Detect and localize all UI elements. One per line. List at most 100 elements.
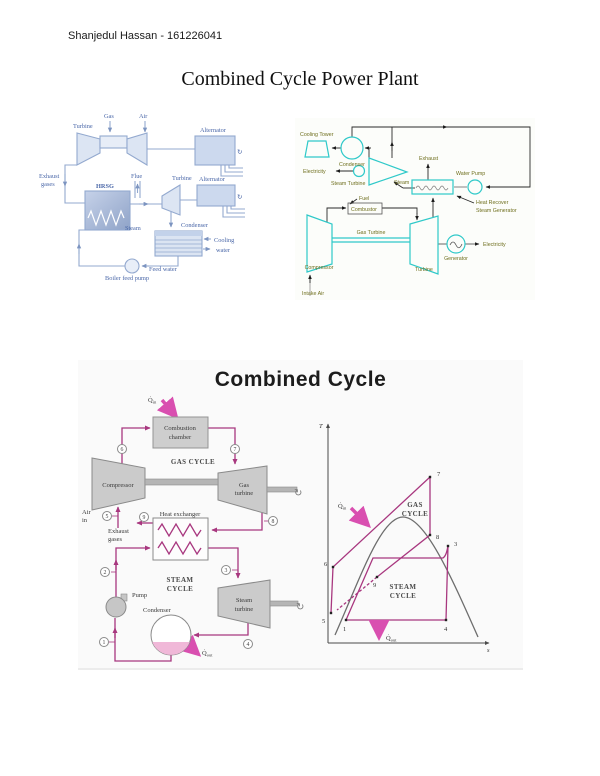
page-title: Combined Cycle Power Plant	[181, 68, 419, 90]
ts-point-1: 1	[343, 626, 346, 633]
fig3-ts-diagram: T s 7 6 5 1 4 3 8 9 GAS CYCLE STEAM CYCL…	[319, 423, 490, 654]
ts-point-5: 5	[322, 618, 325, 625]
fig3-gas-turbine-label-1: Gas	[239, 482, 250, 489]
fig1-cooling-label-1: Cooling	[214, 237, 235, 244]
fig1-gas-turbine	[76, 132, 101, 166]
author-header: Shanjedul Hassan - 161226041	[68, 30, 223, 42]
fig2-intake-air-label: Intake Air	[302, 291, 324, 297]
fig2-turbine	[409, 215, 439, 275]
node-7: 7	[234, 447, 237, 453]
ts-gas-cycle-label-2: CYCLE	[402, 510, 429, 518]
fig1-cooling-label-2: water	[216, 247, 231, 254]
fig1-steam-label: Steam	[125, 225, 141, 232]
fig3-combustion-label-2: chamber	[169, 434, 192, 441]
fig2-electricity-right-label: Electricity	[483, 242, 506, 248]
fig2-exhaust-label: Exhaust	[419, 156, 439, 162]
node-4: 4	[247, 642, 250, 648]
fig2-turbine-label: Turbine	[415, 267, 433, 273]
fig3-gas-cycle-label: GAS CYCLE	[171, 458, 215, 466]
rotation-icon: ↻	[296, 602, 304, 613]
fig1-exhaust-label-2: gases	[41, 181, 55, 188]
figure-combined-cycle: Combined Cycle	[78, 360, 523, 670]
fig3-compressor-label: Compressor	[102, 482, 134, 489]
fig3-steam-turbine	[217, 579, 271, 629]
fig3-condenser-label: Condenser	[143, 607, 172, 614]
ts-qout-label: Q̇out	[386, 635, 397, 643]
rotation-icon: ↻	[294, 488, 302, 499]
fig2-combustor-box	[347, 202, 383, 215]
ts-points	[329, 475, 450, 622]
fig2-generator-label: Generator	[444, 256, 468, 262]
fig2-combustor-label: Combustor	[351, 207, 377, 213]
fig3-title: Combined Cycle	[214, 368, 387, 391]
fig2-steam-generator-circle	[352, 164, 366, 178]
fig3-gas-turbine-label-2: turbine	[235, 490, 254, 497]
ts-point-3: 3	[454, 541, 457, 548]
fig1-air-label: Air	[139, 113, 148, 120]
fig1-labels: Turbine Gas Air Alternator Exhaust gases…	[39, 113, 242, 282]
fig2-cooling-tower-label: Cooling Tower	[300, 132, 334, 138]
fig3-schematic: 1 2 3 4 5 6 7 8 9 Q̇in Combustion chambe…	[82, 396, 304, 662]
ts-saturation-dome	[334, 516, 479, 638]
fig2-hrsg	[411, 179, 454, 195]
fig2-lines	[308, 125, 531, 296]
ts-labels: T s 7 6 5 1 4 3 8 9 GAS CYCLE STEAM CYCL…	[319, 423, 490, 654]
node-8: 8	[272, 519, 275, 525]
ts-steam-cycle-label-2: CYCLE	[390, 592, 417, 600]
node-3: 3	[225, 568, 228, 574]
fig1-compressor	[126, 132, 148, 166]
fig2-steam-label: Steam	[394, 180, 410, 186]
fig3-air-label-1: Air	[82, 509, 92, 516]
fig2-shaft	[332, 237, 410, 243]
fig3-heat-exchanger	[152, 517, 209, 561]
fig3-combustion-chamber	[152, 416, 209, 449]
fig3-exhaust-label-2: gases	[108, 536, 123, 543]
ts-point-9: 9	[373, 582, 376, 589]
fig1-boiler-feed-pump-label: Boiler feed pump	[105, 275, 149, 282]
fig2-heat-recover-label-1: Heat Recover	[476, 200, 509, 206]
fig1-condenser-label: Condenser	[181, 222, 209, 229]
fig1-hrsg	[84, 190, 131, 231]
ts-point-8: 8	[436, 534, 439, 541]
fig2-hrsg-coil	[415, 185, 449, 191]
fig2-steam-turbine-label: Steam Turbine	[331, 181, 366, 187]
ts-point-7: 7	[437, 471, 441, 478]
fig1-flue-label: Flue	[131, 173, 142, 180]
fig3-qin-arrow	[156, 396, 179, 420]
fig2-water-pump	[467, 179, 483, 195]
fig2-compressor	[306, 214, 333, 273]
fig1-feed-water-label: Feed water	[149, 266, 178, 273]
ts-axes	[326, 423, 490, 645]
fig3-steam-cycle-label-1: STEAM	[167, 576, 194, 584]
fig1-gas-label: Gas	[104, 113, 114, 120]
ts-qin-label: Q̇in	[338, 503, 347, 511]
node-5: 5	[106, 514, 109, 520]
ts-t-axis-label: T	[319, 423, 323, 430]
fig2-fuel-label: Fuel	[359, 196, 369, 202]
fig1-condenser	[154, 230, 203, 257]
ts-qin-arrow	[348, 505, 371, 528]
fig3-compressor	[91, 457, 146, 511]
figure-gas-steam-plant-schematic: Turbine Gas Air Alternator Exhaust gases…	[39, 113, 245, 282]
fig2-condenser	[340, 136, 364, 160]
node-1: 1	[103, 640, 106, 646]
fig3-gas-shaft	[144, 478, 219, 486]
rotation-icon: ↻	[237, 149, 242, 156]
fig3-steam-cycle-label-2: CYCLE	[167, 585, 194, 593]
node-2: 2	[104, 570, 107, 576]
fig2-electricity-left-label: Electricity	[303, 169, 326, 175]
fig1-steam-turbine	[161, 184, 181, 216]
fig3-schematic-labels: Q̇in Combustion chamber GAS CYCLE Compre…	[82, 397, 304, 658]
fig1-steam-turbine-label: Turbine	[172, 175, 192, 182]
fig3-steam-turbine-label-2: turbine	[235, 606, 254, 613]
ts-s-axis-label: s	[487, 647, 490, 654]
fig3-node-circles: 1 2 3 4 5 6 7 8 9	[99, 444, 278, 649]
fig3-heat-exchanger-label: Heat exchanger	[160, 511, 201, 518]
fig1-boiler-feed-pump	[124, 258, 140, 274]
fig1-alternator-bottom	[196, 184, 236, 207]
fig3-gas-shaft-out	[266, 486, 298, 493]
fig3-condenser	[150, 614, 192, 656]
ts-steam-cycle-label-1: STEAM	[390, 583, 417, 591]
rotation-icon: ↻	[237, 194, 242, 201]
